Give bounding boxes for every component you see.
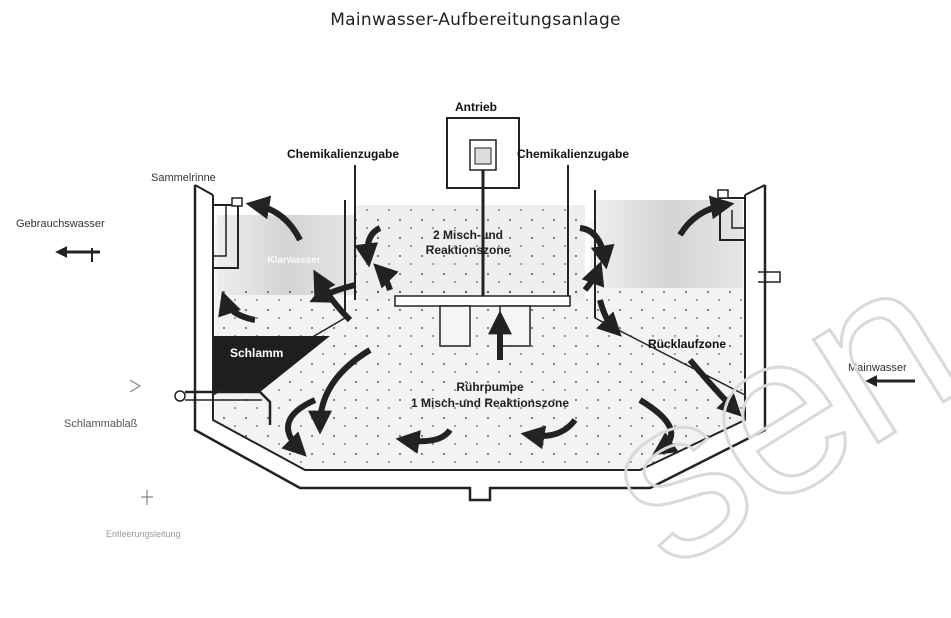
- label-chemikalienzugabe-left: Chemikalienzugabe: [287, 147, 399, 161]
- valve-icon: [130, 380, 140, 392]
- label-gebrauchswasser: Gebrauchswasser: [16, 218, 105, 230]
- impeller-left: [440, 306, 470, 346]
- label-ruehrpumpe: Rührpumpe: [440, 380, 540, 395]
- label-chemikalienzugabe-right: Chemikalienzugabe: [517, 147, 629, 161]
- label-schlamm: Schlamm: [230, 346, 283, 360]
- zone-2-line2: Reaktionszone: [418, 243, 518, 258]
- diagram-title: Mainwasser-Aufbereitungsanlage: [0, 10, 951, 30]
- mixer-plate: [395, 296, 570, 306]
- impeller-right: [500, 306, 530, 346]
- label-schlammablass: Schlammablaß: [64, 418, 137, 430]
- label-antrieb: Antrieb: [455, 100, 497, 114]
- label-sammelrinne: Sammelrinne: [151, 172, 216, 184]
- label-zone-2: 2 Misch-und Reaktionszone: [418, 228, 518, 258]
- label-entleerungsleitung: Entleerungsleitung: [106, 529, 181, 539]
- zone-2-line1: 2 Misch-und: [418, 228, 518, 243]
- diagram-canvas: Mainwasser-Aufbereitungsanlage Antrieb C…: [0, 0, 951, 542]
- label-klarwasser: Klarwasser: [264, 254, 324, 268]
- label-zone-1: 1 Misch-und Reaktionszone: [405, 396, 575, 411]
- drain-valve-icon: [141, 490, 153, 505]
